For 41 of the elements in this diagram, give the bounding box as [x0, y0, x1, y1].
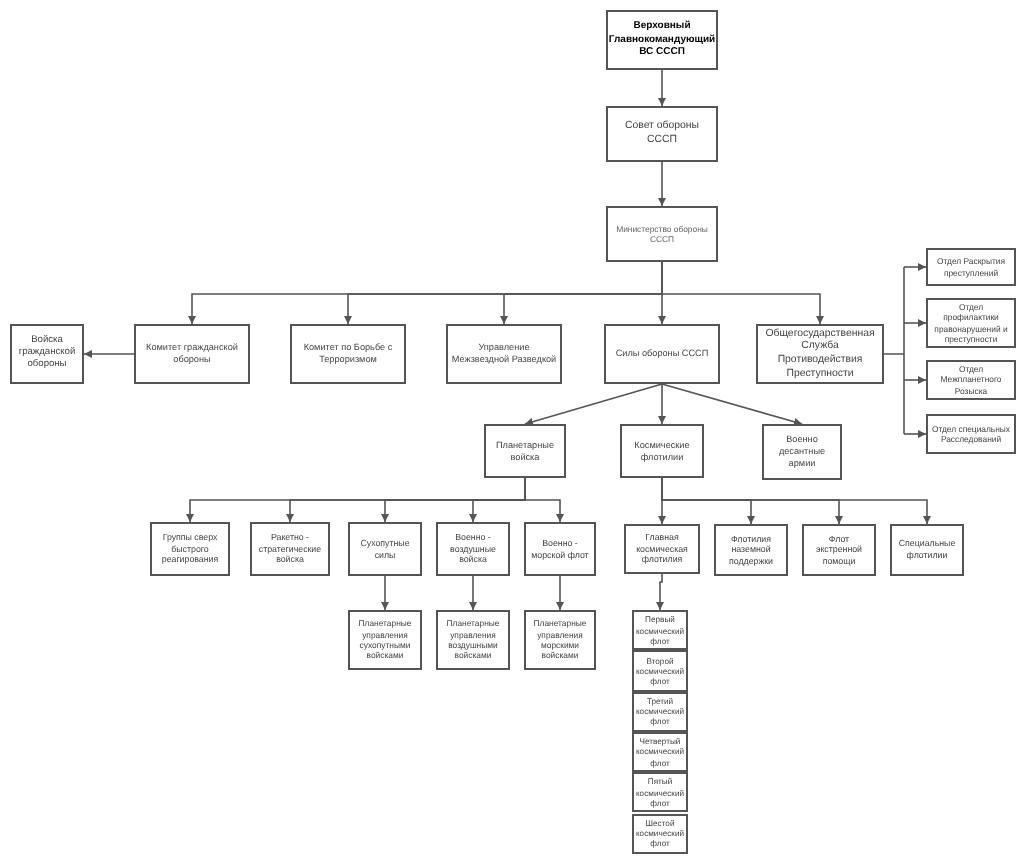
arrow [469, 575, 477, 611]
arrow [661, 261, 824, 325]
arrow [658, 161, 666, 207]
org-unit-box [290, 324, 406, 384]
arrow [903, 376, 927, 384]
arrow [83, 350, 135, 358]
arrow [661, 383, 803, 426]
arrow [524, 477, 564, 523]
org-unit-box [446, 324, 562, 384]
org-unit-box [524, 522, 596, 576]
arrow [556, 575, 564, 611]
org-unit-box [436, 522, 510, 576]
org-unit-box [620, 424, 704, 478]
org-unit-box [802, 524, 876, 576]
org-unit-box [250, 522, 330, 576]
org-unit-box [606, 10, 718, 70]
arrow [903, 319, 927, 327]
arrow [524, 383, 663, 426]
org-unit-box [762, 424, 842, 480]
org-unit-box [348, 522, 422, 576]
org-unit-box [10, 324, 84, 384]
arrow [661, 477, 931, 525]
arrow [903, 263, 927, 271]
org-unit-box [134, 324, 250, 384]
org-unit-box [604, 324, 720, 384]
arrow [381, 575, 389, 611]
org-unit-box [150, 522, 230, 576]
arrow [903, 430, 927, 438]
org-unit-box [890, 524, 964, 576]
arrow [656, 573, 664, 611]
arrow [658, 69, 666, 107]
connector-line [883, 266, 905, 435]
org-unit-box [484, 424, 566, 478]
org-unit-box [606, 106, 718, 162]
arrow [658, 383, 666, 425]
org-unit-box [926, 360, 1016, 400]
org-unit-box [926, 414, 1016, 454]
org-unit-box [926, 248, 1016, 286]
org-unit-box [714, 524, 788, 576]
org-unit-box [624, 524, 700, 574]
org-unit-box [606, 206, 718, 262]
